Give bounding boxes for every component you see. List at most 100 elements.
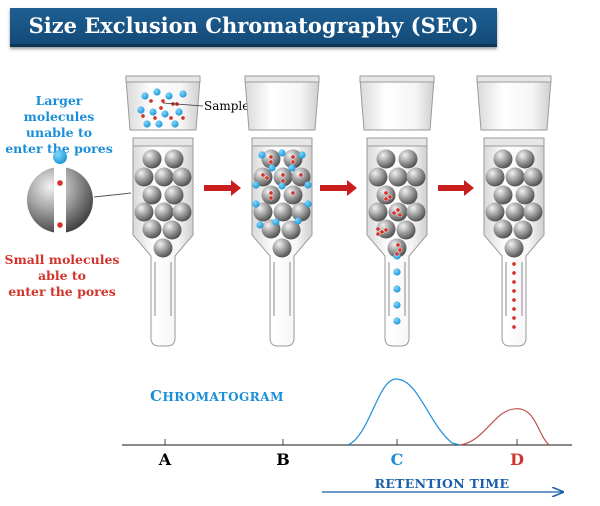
flow-arrow-3 <box>438 180 474 196</box>
gel-bead <box>515 185 535 205</box>
large-molecule <box>294 217 302 225</box>
large-molecule <box>53 150 67 164</box>
large-molecule <box>393 317 401 325</box>
large-molecule <box>258 151 266 159</box>
gel-bead <box>142 185 162 205</box>
small-molecule <box>290 190 296 196</box>
gel-bead <box>485 202 505 222</box>
large-molecule <box>179 90 187 98</box>
reservoir-rim <box>476 75 552 83</box>
large-molecules-line-1: Larger molecules <box>23 93 95 124</box>
small-molecule <box>394 251 400 257</box>
gel-bead <box>142 149 162 169</box>
small-molecule <box>511 270 517 276</box>
large-molecule <box>393 285 401 293</box>
sample-pointer-line <box>162 102 204 107</box>
small-molecule <box>395 207 401 213</box>
gel-bead <box>505 202 525 222</box>
small-molecule <box>298 172 304 178</box>
small-molecule <box>56 221 64 229</box>
peak-c-curve <box>347 378 461 446</box>
large-molecules-label: Larger molecules unable to enter the por… <box>0 93 118 157</box>
small-molecule <box>391 210 397 216</box>
large-molecule <box>165 92 173 100</box>
small-molecule <box>511 261 517 267</box>
peak-d-curve <box>459 408 550 446</box>
gel-bead <box>493 185 513 205</box>
small-molecule <box>511 288 517 294</box>
large-molecule <box>137 106 145 114</box>
small-molecule <box>180 115 186 121</box>
small-molecule <box>383 196 389 202</box>
gel-bead <box>523 202 543 222</box>
axis-point-b: B <box>276 450 290 469</box>
flow-arrow-2 <box>320 180 357 196</box>
small-molecule <box>140 113 146 119</box>
column-rim <box>483 137 545 147</box>
small-molecule <box>268 154 274 160</box>
chromatogram-title: CHROMATOGRAM <box>150 387 284 405</box>
sample-reservoir <box>125 78 201 131</box>
column-1 <box>125 75 201 347</box>
reservoir-rim <box>244 75 320 83</box>
small-molecule <box>152 115 158 121</box>
large-molecule <box>171 120 179 128</box>
small-molecules-line-3: enter the pores <box>8 284 116 299</box>
small-molecule <box>511 324 517 330</box>
reservoir-rim <box>125 75 201 83</box>
small-molecule <box>268 195 274 201</box>
large-molecule <box>153 88 161 96</box>
large-molecule <box>143 120 151 128</box>
gel-bead <box>485 167 505 187</box>
small-molecule <box>148 98 154 104</box>
small-molecule <box>264 175 270 181</box>
large-molecules-line-3: enter the pores <box>5 141 113 156</box>
large-molecule <box>278 182 286 190</box>
gel-bead <box>134 167 154 187</box>
gel-bead <box>398 149 418 169</box>
gel-bead <box>154 202 174 222</box>
large-molecule <box>298 151 306 159</box>
gel-bead <box>504 238 524 258</box>
small-molecules-label: Small molecules able to enter the pores <box>0 252 124 300</box>
gel-bead <box>164 149 184 169</box>
gel-bead <box>493 149 513 169</box>
gel-bead <box>515 149 535 169</box>
large-molecule <box>304 181 312 189</box>
small-molecule <box>375 226 381 232</box>
sample-reservoir <box>476 78 552 131</box>
large-molecule <box>268 164 276 172</box>
gel-bead <box>164 185 184 205</box>
small-molecule <box>383 227 389 233</box>
gel-bead <box>406 202 426 222</box>
gel-bead <box>153 238 173 258</box>
small-molecule <box>56 179 64 187</box>
retention-time-label: RETENTION TIME <box>374 476 510 491</box>
small-molecule <box>158 105 164 111</box>
gel-bead <box>281 220 301 240</box>
axis-point-a: A <box>158 450 172 469</box>
gel-bead <box>398 185 418 205</box>
column-rim <box>132 137 194 147</box>
small-molecule <box>379 229 385 235</box>
large-molecule <box>252 181 260 189</box>
gel-bead <box>154 167 174 187</box>
title-banner: Size Exclusion Chromatography (SEC) <box>10 8 497 47</box>
gel-bead <box>273 202 293 222</box>
axis-point-d: D <box>510 450 524 469</box>
small-molecule <box>290 159 296 165</box>
gel-bead <box>162 220 182 240</box>
large-molecule <box>141 92 149 100</box>
sample-label: Sample <box>204 99 250 113</box>
column-2 <box>244 75 320 347</box>
sample-reservoir <box>359 78 435 131</box>
small-molecule <box>268 159 274 165</box>
small-molecule <box>387 194 393 200</box>
small-molecule <box>260 172 266 178</box>
small-molecule <box>383 190 389 196</box>
small-molecule <box>511 306 517 312</box>
small-molecule <box>160 98 166 104</box>
small-molecule <box>511 297 517 303</box>
small-molecule <box>397 212 403 218</box>
